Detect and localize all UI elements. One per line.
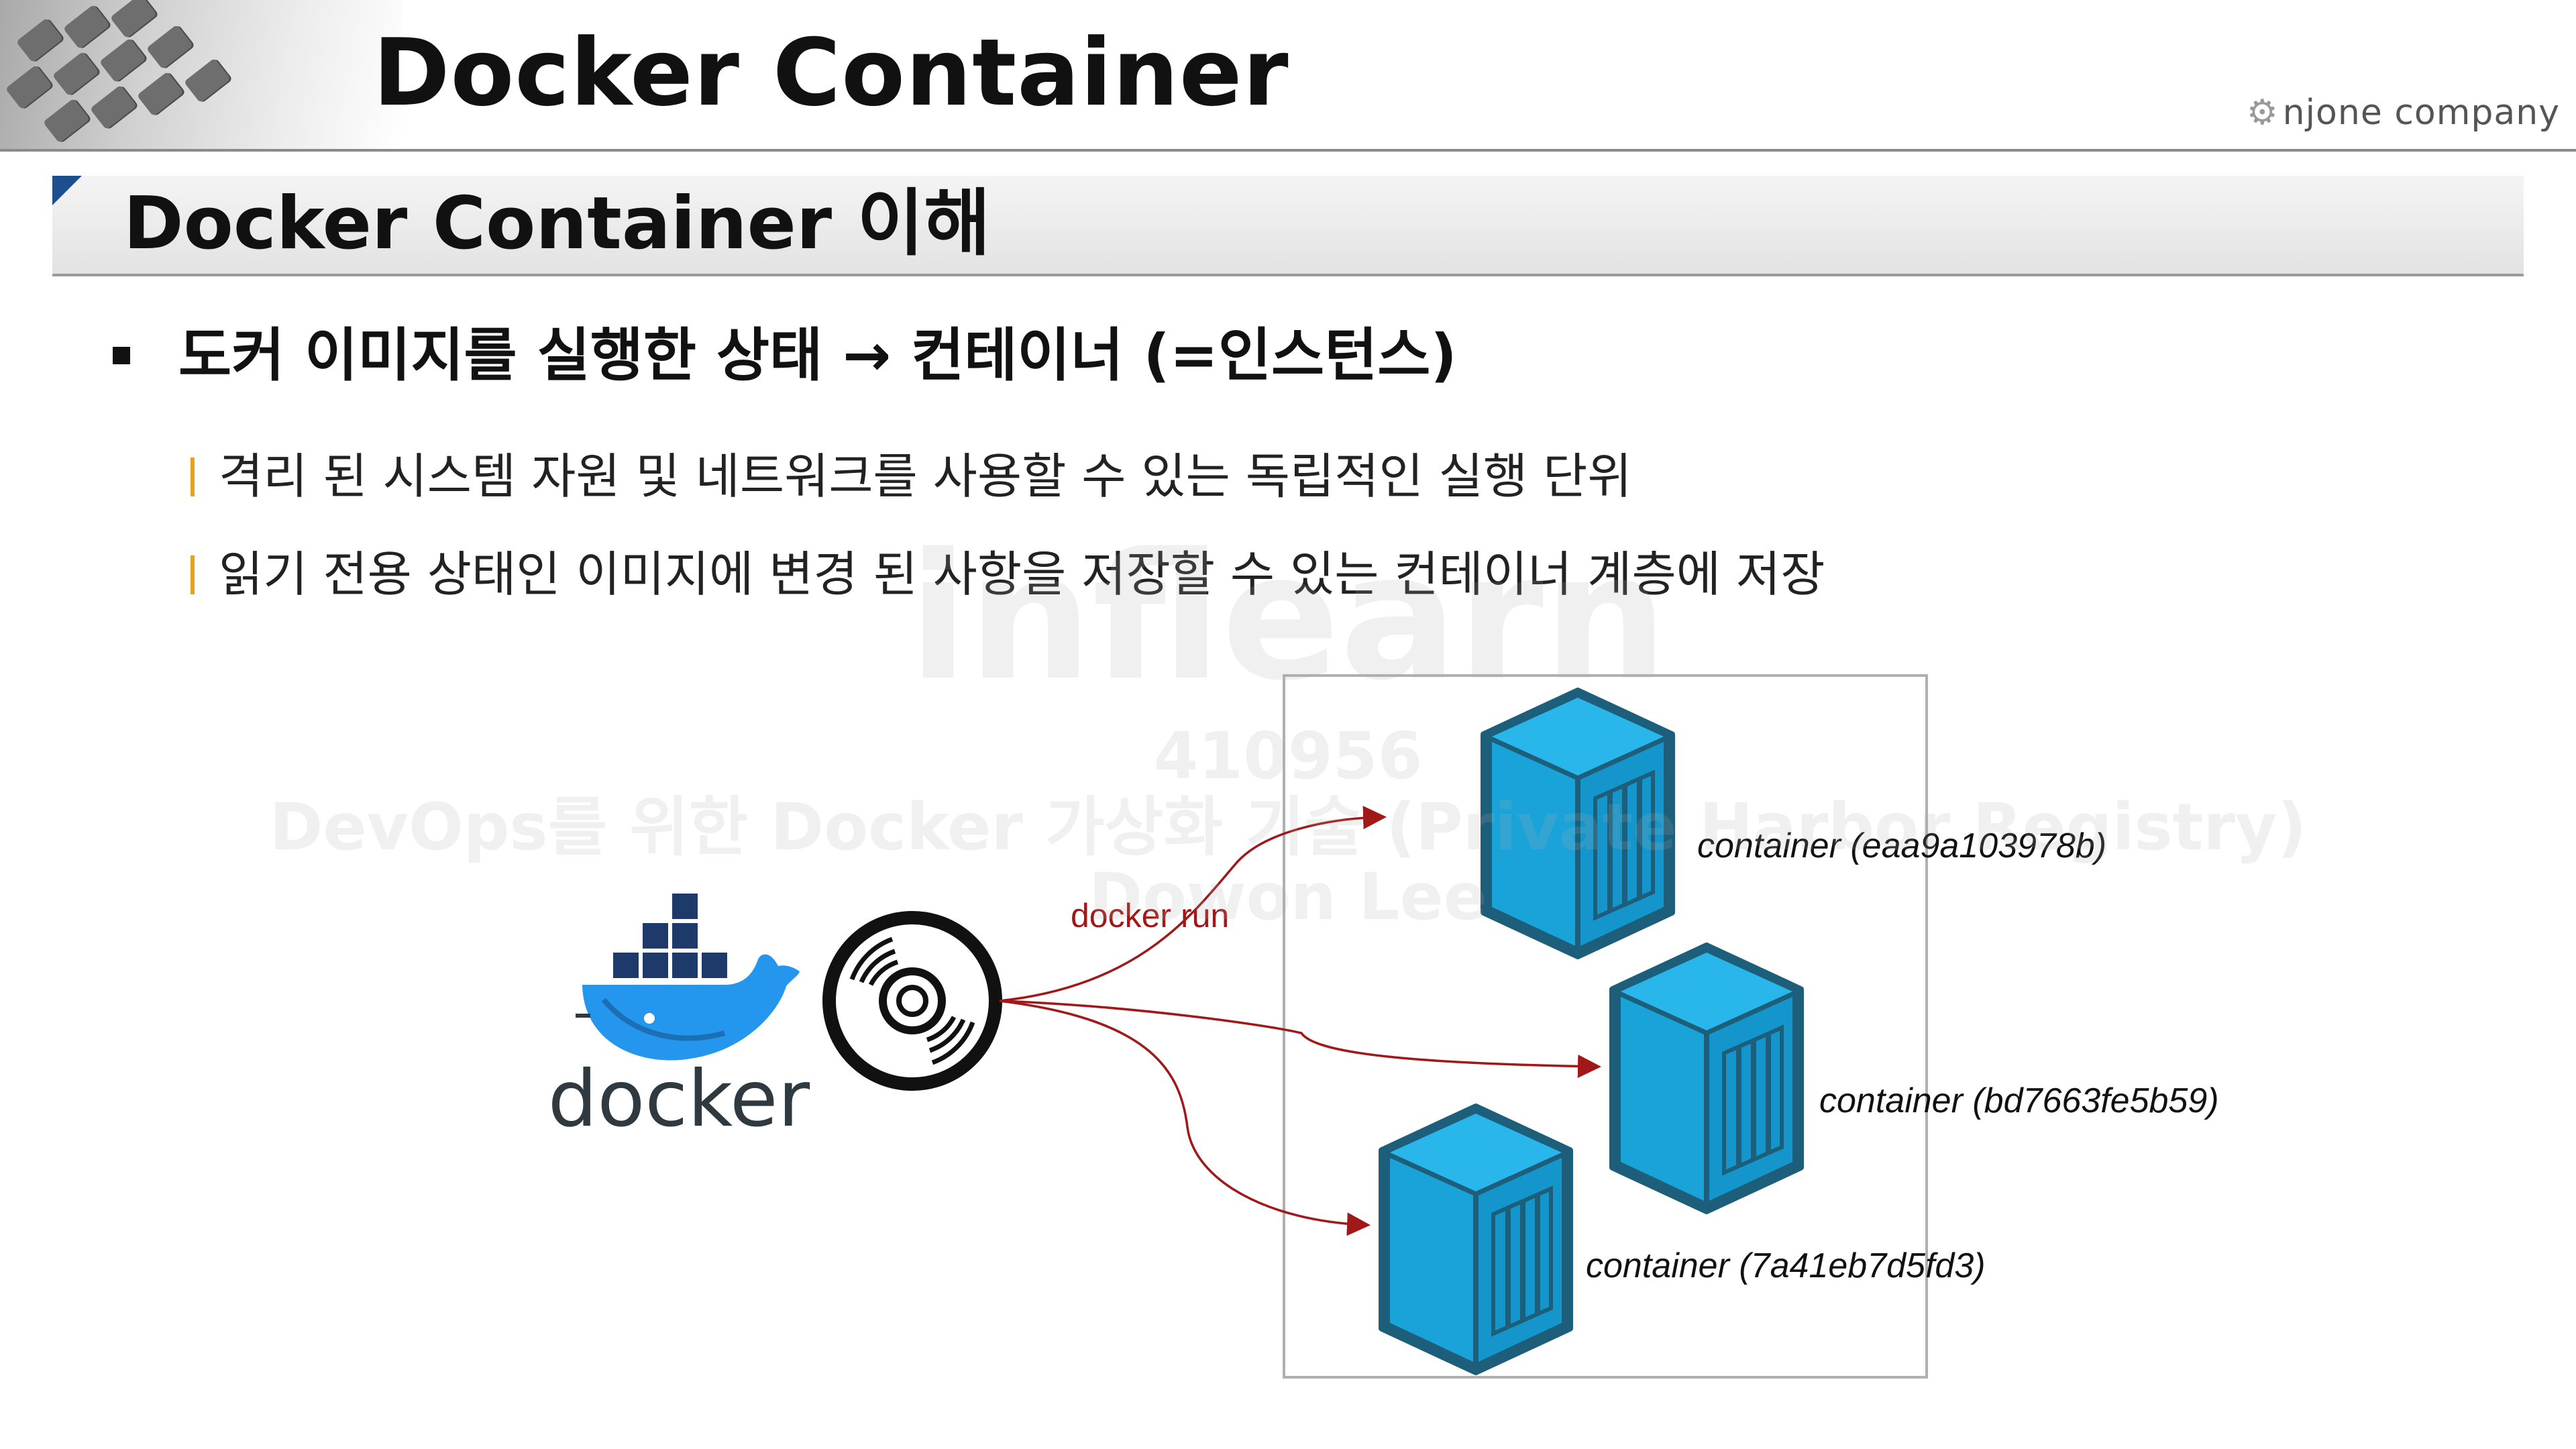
section-title: Docker Container 이해 (123, 182, 991, 266)
watermark-author: Dowon Lee (1089, 859, 1487, 934)
brand-name: njone company (2282, 93, 2560, 133)
container-label: container (7a41eb7d5fd3) (1586, 1246, 1986, 1285)
brand-icon: ⚙ (2247, 93, 2279, 133)
laptop-keyboard-image (0, 0, 402, 149)
section-corner-accent (52, 176, 82, 205)
watermark-course: DevOps를 위한 Docker 가상화 기술 (Private Harbor… (270, 790, 2306, 865)
watermark-logo: inflearn (908, 517, 1668, 719)
sub-bullet-text: 읽기 전용 상태인 이미지에 변경 된 사항을 저장할 수 있는 컨테이너 계층… (219, 546, 1825, 602)
run-arrow (999, 806, 1387, 1002)
slide-header (0, 0, 2576, 152)
slide-title: Docker Container (373, 19, 1289, 127)
sub-bullet-text: 격리 된 시스템 자원 및 네트워크를 사용할 수 있는 독립적인 실행 단위 (219, 448, 1632, 504)
watermark-id: 410956 (1154, 718, 1423, 794)
brand-logo: ⚙njone company (2247, 93, 2560, 133)
container-label: container (eaa9a103978b) (1697, 826, 2106, 865)
sub-bullet: 읽기 전용 상태인 이미지에 변경 된 사항을 저장할 수 있는 컨테이너 계층… (191, 541, 1825, 608)
bullet-bar-icon (191, 458, 195, 497)
container-cube-icon (1382, 1107, 1570, 1372)
watermark: inflearn 410956 DevOps를 위한 Docker 가상화 기술… (270, 517, 2306, 934)
run-arrow (999, 1000, 1601, 1078)
bullet-square-icon (113, 346, 130, 364)
docker-logo: docker (548, 894, 810, 1144)
bullet-bar-icon (191, 555, 195, 595)
run-arrow (999, 1000, 1371, 1236)
docker-run-label: docker run (1071, 897, 1229, 934)
container-cube-icon (1613, 946, 1801, 1211)
section-header-bar (52, 176, 2524, 276)
main-bullet-text: 도커 이미지를 실행한 상태 → 컨테이너 (=인스턴스) (178, 322, 1457, 389)
sub-bullet: 격리 된 시스템 자원 및 네트워크를 사용할 수 있는 독립적인 실행 단위 (191, 443, 1631, 510)
main-bullet: 도커 이미지를 실행한 상태 → 컨테이너 (=인스턴스) (113, 315, 1457, 396)
container-label: container (bd7663fe5b59) (1819, 1081, 2219, 1120)
docker-logo-text: docker (548, 1054, 810, 1144)
docker-whale-icon (576, 894, 800, 1061)
disc-image-icon (822, 911, 1002, 1091)
container-group-frame (1283, 674, 1928, 1379)
